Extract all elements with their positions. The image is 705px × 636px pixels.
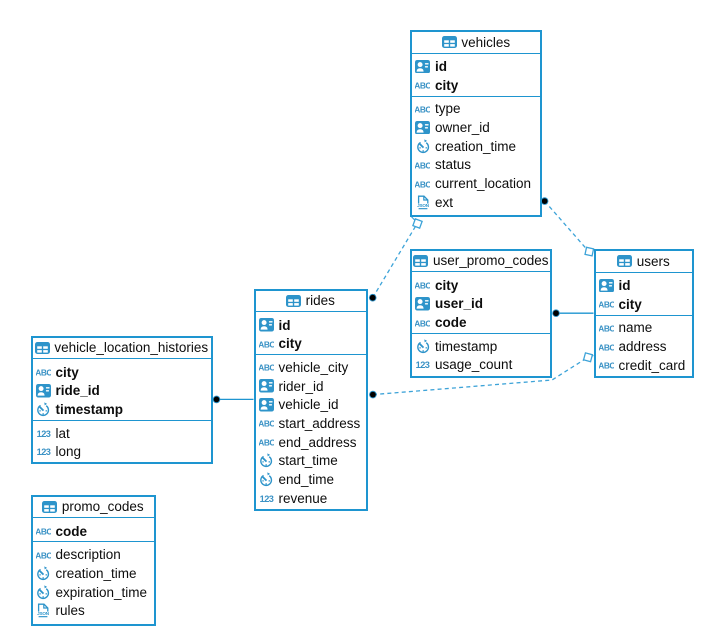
svg-text:ABC: ABC	[259, 419, 274, 429]
svg-text:ABC: ABC	[415, 318, 430, 328]
svg-text:ABC: ABC	[259, 437, 274, 447]
svg-text:JSON: JSON	[417, 203, 430, 208]
svg-text:ABC: ABC	[259, 363, 274, 373]
svg-text:ABC: ABC	[599, 361, 614, 371]
svg-text:ABC: ABC	[415, 81, 430, 91]
svg-text:123: 123	[36, 429, 50, 439]
svg-text:ABC: ABC	[36, 550, 51, 560]
svg-text:ABC: ABC	[599, 342, 614, 352]
svg-text:ABC: ABC	[415, 179, 430, 189]
svg-text:ABC: ABC	[415, 280, 430, 290]
svg-text:ABC: ABC	[599, 323, 614, 333]
svg-text:JSON: JSON	[37, 611, 50, 616]
svg-text:123: 123	[259, 494, 273, 504]
svg-text:ABC: ABC	[36, 526, 51, 536]
svg-text:ABC: ABC	[415, 160, 430, 170]
svg-text:123: 123	[36, 447, 50, 457]
svg-text:ABC: ABC	[415, 104, 430, 114]
svg-text:ABC: ABC	[36, 367, 51, 377]
svg-text:ABC: ABC	[259, 339, 274, 349]
svg-text:ABC: ABC	[599, 300, 614, 310]
svg-text:123: 123	[416, 360, 430, 370]
